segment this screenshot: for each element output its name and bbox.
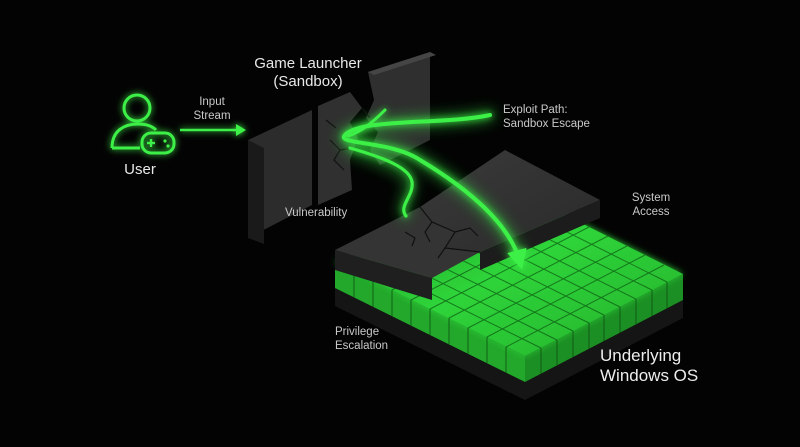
exploit-path-label: Exploit Path: Sandbox Escape	[503, 104, 590, 130]
slab-left-top	[335, 207, 480, 278]
exploit-path-secondary	[348, 146, 414, 218]
vulnerability-label: Vulnerability	[285, 207, 348, 219]
slab-left-front	[335, 250, 432, 300]
wall-left-side	[248, 140, 264, 244]
sandbox-wall	[248, 52, 436, 244]
game-launcher-label: Game Launcher (Sandbox)	[254, 55, 362, 90]
user-with-gamepad-icon	[110, 93, 176, 155]
system-access-label: System Access	[631, 192, 671, 218]
slab-right-top	[420, 150, 600, 252]
underlying-os-label: Underlying Windows OS	[600, 346, 699, 385]
exploit-paths	[338, 108, 527, 270]
privilege-escalation-label: Privilege Escalation	[335, 326, 389, 352]
slab-crack-lines	[404, 206, 481, 259]
exploit-path-tail	[346, 108, 387, 138]
os-platform-base	[335, 288, 683, 400]
right-arrow-icon	[180, 124, 246, 136]
user-label: User	[124, 161, 156, 178]
wall-right-top	[368, 52, 436, 75]
input-stream-label: Input Stream	[193, 96, 231, 122]
exploit-path-main	[341, 113, 527, 270]
wall-middle-front	[318, 92, 362, 205]
